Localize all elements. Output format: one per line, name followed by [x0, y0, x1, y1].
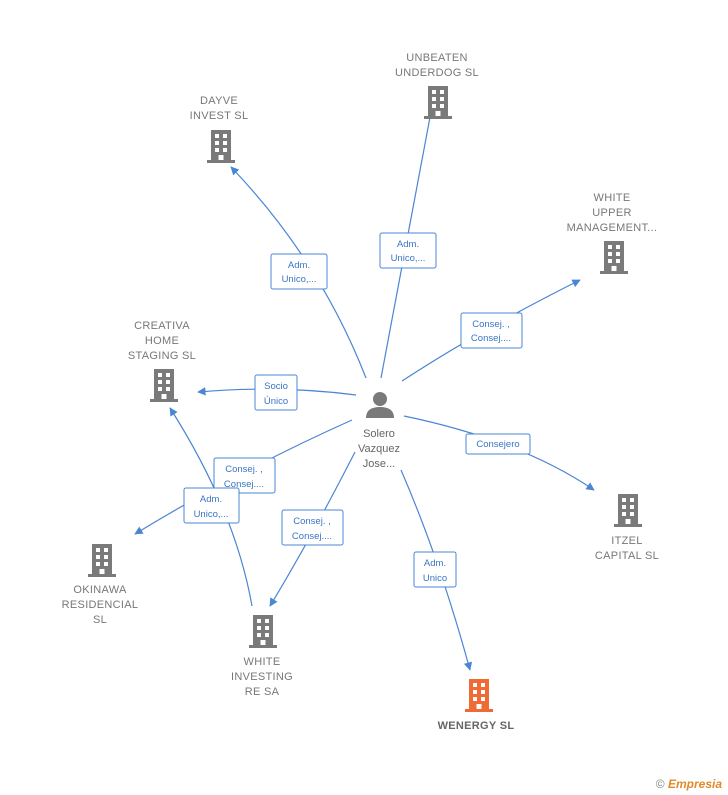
- svg-text:Consejero: Consejero: [476, 439, 519, 450]
- svg-text:Consej. ,: Consej. ,: [293, 516, 331, 527]
- building-icon: [150, 369, 178, 402]
- center-person-node[interactable]: Solero Vazquez Jose...: [358, 392, 400, 470]
- building-icon: [600, 241, 628, 274]
- company-label: DAYVE: [200, 95, 238, 107]
- brand-logo: Empresia: [667, 777, 722, 791]
- svg-text:Adm.: Adm.: [288, 260, 310, 271]
- person-name-line: Vazquez: [358, 443, 400, 455]
- company-node-okinawa[interactable]: OKINAWA RESIDENCIAL SL: [62, 544, 139, 626]
- building-icon: [614, 494, 642, 527]
- company-label: OKINAWA: [73, 584, 127, 596]
- person-name-line: Solero: [363, 428, 395, 440]
- relation-label[interactable]: Adm. Unico,...: [270, 253, 328, 290]
- company-node-white-upper[interactable]: WHITE UPPER MANAGEMENT...: [567, 192, 658, 274]
- svg-text:Consej....: Consej....: [224, 479, 264, 490]
- company-label: UNDERDOG SL: [395, 67, 479, 79]
- company-node-white-investing[interactable]: WHITE INVESTING RE SA: [231, 615, 293, 698]
- company-label: UPPER: [592, 207, 631, 219]
- company-label: MANAGEMENT...: [567, 222, 658, 234]
- person-icon: [366, 392, 394, 418]
- relation-label[interactable]: Consej. , Consej....: [281, 509, 344, 546]
- company-label: STAGING SL: [128, 350, 196, 362]
- svg-text:Consej. ,: Consej. ,: [472, 319, 510, 330]
- building-icon: [249, 615, 277, 648]
- svg-text:Consej. ,: Consej. ,: [225, 464, 263, 475]
- person-name-line: Jose...: [363, 458, 395, 470]
- company-label: ITZEL: [611, 535, 642, 547]
- company-label: WHITE: [594, 192, 631, 204]
- company-node-itzel[interactable]: ITZEL CAPITAL SL: [595, 494, 659, 562]
- relation-label[interactable]: Consej. , Consej....: [460, 312, 523, 349]
- relation-labels: Adm. Unico,... Adm. Unico,... Consej. , …: [183, 232, 531, 588]
- company-label: UNBEATEN: [406, 52, 467, 64]
- svg-text:Adm.: Adm.: [397, 239, 419, 250]
- company-node-creativa[interactable]: CREATIVA HOME STAGING SL: [128, 320, 196, 402]
- company-node-unbeaten[interactable]: UNBEATEN UNDERDOG SL: [395, 52, 479, 119]
- company-label: WHITE: [244, 656, 281, 668]
- relation-label[interactable]: Consej. , Consej....: [213, 457, 276, 494]
- svg-text:Adm.: Adm.: [200, 494, 222, 505]
- company-label: CAPITAL SL: [595, 550, 659, 562]
- building-icon: [424, 86, 452, 119]
- company-label: INVESTING: [231, 671, 293, 683]
- relation-label[interactable]: Adm. Unico: [413, 551, 457, 588]
- relation-label[interactable]: Adm. Unico,...: [379, 232, 437, 269]
- svg-text:Unico,...: Unico,...: [194, 509, 229, 520]
- svg-text:Unico,...: Unico,...: [391, 253, 426, 264]
- svg-text:Socio: Socio: [264, 381, 288, 392]
- relation-label[interactable]: Socio Único: [254, 374, 298, 411]
- company-label: RESIDENCIAL: [62, 599, 139, 611]
- copyright-icon: ©: [655, 777, 665, 791]
- svg-text:Adm.: Adm.: [424, 558, 446, 569]
- svg-text:Unico,...: Unico,...: [282, 274, 317, 285]
- company-node-dayve[interactable]: DAYVE INVEST SL: [190, 95, 249, 163]
- building-icon: [465, 679, 493, 712]
- company-label: SL: [93, 614, 107, 626]
- company-label: WENERGY SL: [438, 720, 515, 732]
- edges: [134, 95, 595, 671]
- company-label: INVEST SL: [190, 110, 249, 122]
- company-label: HOME: [145, 335, 179, 347]
- company-label: CREATIVA: [134, 320, 190, 332]
- relation-label[interactable]: Consejero: [465, 433, 531, 455]
- svg-text:Único: Único: [264, 396, 288, 407]
- building-icon: [207, 130, 235, 163]
- svg-text:Consej....: Consej....: [471, 333, 511, 344]
- company-label: RE SA: [245, 686, 280, 698]
- svg-text:Unico: Unico: [423, 573, 447, 584]
- footer-brand: © Empresia: [656, 777, 722, 791]
- building-icon: [88, 544, 116, 577]
- company-node-wenergy[interactable]: WENERGY SL: [438, 679, 515, 732]
- relation-label[interactable]: Adm. Unico,...: [183, 487, 240, 524]
- svg-text:Consej....: Consej....: [292, 531, 332, 542]
